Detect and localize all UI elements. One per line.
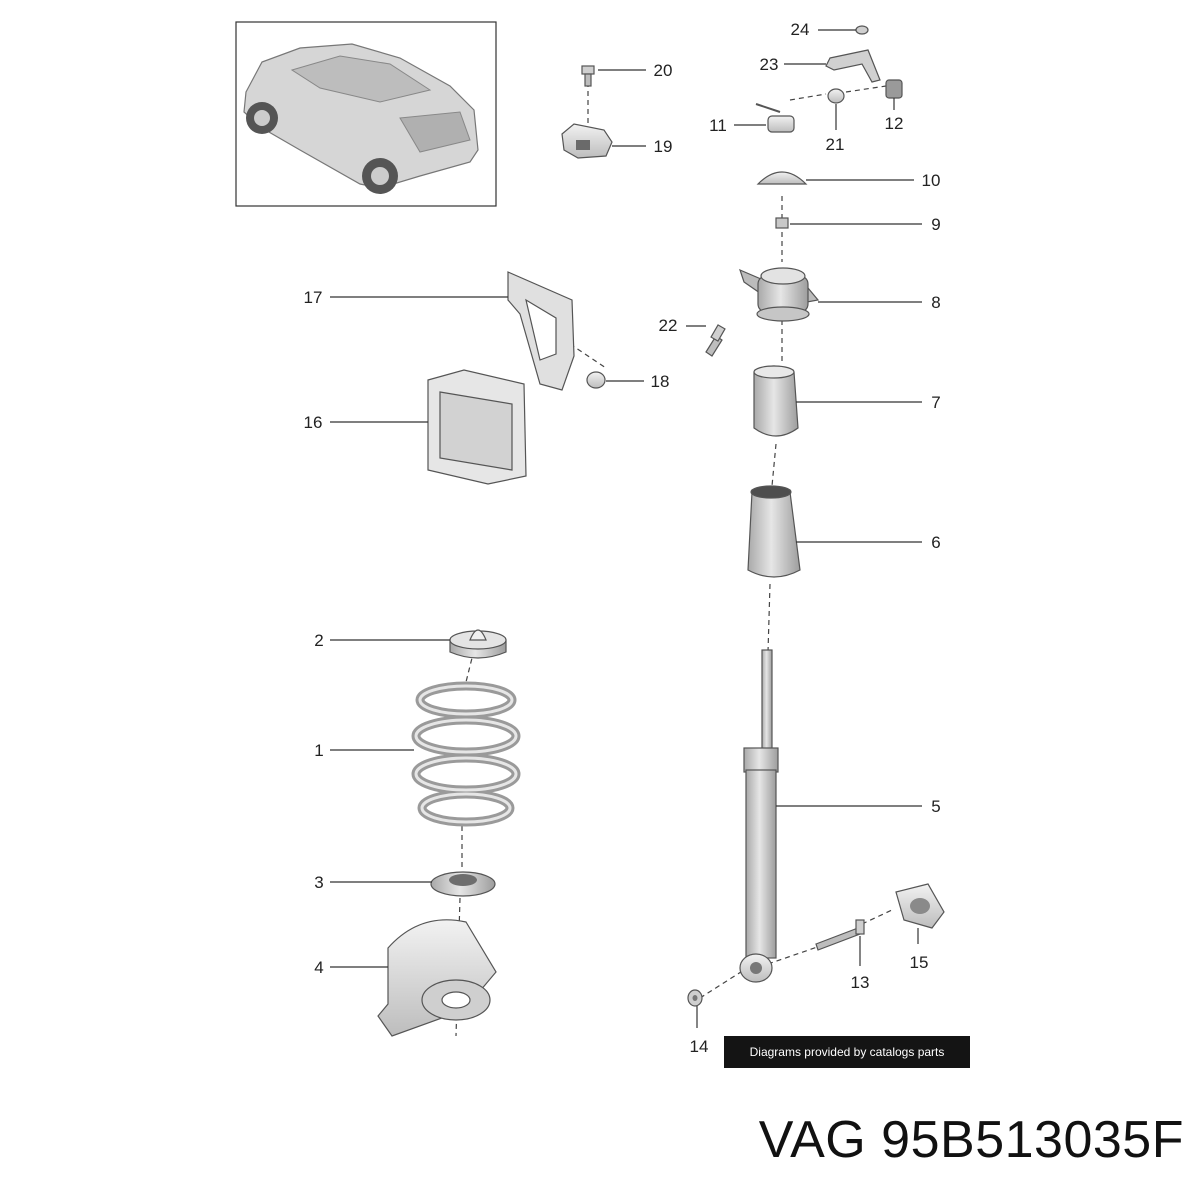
part-4-shield xyxy=(377,919,497,1037)
part-18-nut xyxy=(586,371,606,389)
part-20-bolt xyxy=(581,65,595,87)
part-14-washer xyxy=(687,989,703,1007)
part-11-sensor xyxy=(755,103,795,133)
callout-14: 14 xyxy=(690,1037,709,1056)
part-7-bump-stop xyxy=(753,365,799,437)
part-17-bracket xyxy=(507,271,575,391)
callout-19: 19 xyxy=(654,137,673,156)
part-1-coil-spring xyxy=(411,681,521,827)
part-2-upper-spring-seat xyxy=(449,629,507,659)
part-23-bracket xyxy=(825,49,881,83)
callout-8: 8 xyxy=(931,293,940,312)
callout-3: 3 xyxy=(314,873,323,892)
car-icon xyxy=(243,43,479,194)
part-15-bushing-bracket xyxy=(895,883,945,929)
part-12-connector xyxy=(885,79,903,99)
part-21-nut xyxy=(827,88,845,104)
part-19-sensor xyxy=(561,123,613,159)
callout-7: 7 xyxy=(931,393,940,412)
callout-12: 12 xyxy=(885,114,904,133)
catalog-credit-banner: Diagrams provided by catalogs parts xyxy=(724,1036,970,1068)
callout-5: 5 xyxy=(931,797,940,816)
parts xyxy=(377,25,945,1037)
part-13-bolt xyxy=(815,919,865,951)
part-3-lower-spring-seat xyxy=(430,871,496,897)
callout-9: 9 xyxy=(931,215,940,234)
part-24-washer xyxy=(855,25,869,35)
part-8-top-mount xyxy=(739,267,820,322)
callout-labels: 24 23 20 11 21 12 19 10 9 17 8 22 18 16 … xyxy=(304,20,941,1056)
callout-10: 10 xyxy=(922,171,941,190)
callout-24: 24 xyxy=(791,20,810,39)
assembly-axes xyxy=(455,82,893,1037)
callout-4: 4 xyxy=(314,958,323,977)
callout-17: 17 xyxy=(304,288,323,307)
callout-16: 16 xyxy=(304,413,323,432)
callout-13: 13 xyxy=(851,973,870,992)
vehicle-thumbnail xyxy=(235,21,497,207)
leader-lines xyxy=(330,29,922,1028)
part-number-title: VAG 95B513035F xyxy=(758,1111,1184,1169)
callout-15: 15 xyxy=(910,953,929,972)
callout-20: 20 xyxy=(654,61,673,80)
part-1-coil-spring-highlight xyxy=(414,684,518,824)
callout-11: 11 xyxy=(709,116,727,135)
part-22-bolt xyxy=(705,324,726,357)
callout-2: 2 xyxy=(314,631,323,650)
callout-23: 23 xyxy=(760,55,779,74)
part-10-cap xyxy=(756,171,808,185)
callout-1: 1 xyxy=(314,741,323,760)
part-16-control-unit xyxy=(427,369,527,485)
callout-22: 22 xyxy=(659,316,678,335)
part-5-shock-absorber xyxy=(739,649,779,983)
part-9-nut xyxy=(775,217,789,229)
callout-21: 21 xyxy=(826,135,845,154)
callout-18: 18 xyxy=(651,372,670,391)
part-6-protective-boot xyxy=(747,485,801,578)
callout-6: 6 xyxy=(931,533,940,552)
